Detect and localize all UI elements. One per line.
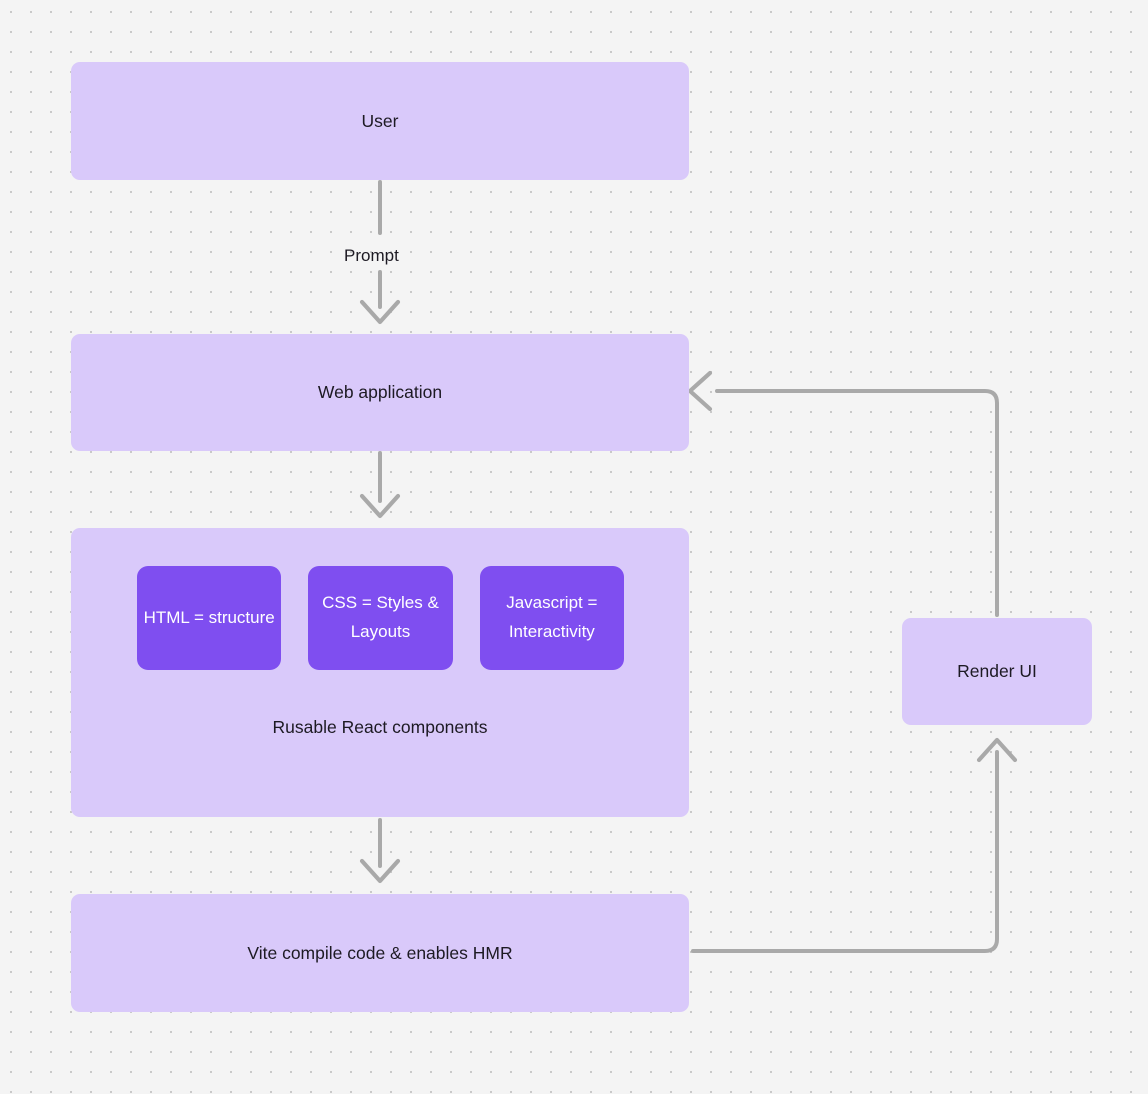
component-box-html-label: HTML = structure (143, 607, 275, 627)
arrowhead-render (976, 737, 1018, 763)
node-render-ui[interactable]: Render UI (902, 618, 1092, 725)
arrowhead-webapp (359, 299, 401, 325)
component-box-row: HTML = structure CSS = Styles & Layouts … (137, 566, 624, 670)
arrowhead-webapp-return (687, 370, 713, 412)
component-box-html[interactable]: HTML = structure (137, 566, 282, 670)
component-box-javascript-label: Javascript = Interactivity (506, 593, 598, 641)
node-react-components-group[interactable]: HTML = structure CSS = Styles & Layouts … (71, 528, 689, 817)
edge-render-to-webapp (715, 389, 999, 617)
arrowhead-components (359, 493, 401, 519)
component-box-css[interactable]: CSS = Styles & Layouts (308, 566, 453, 670)
node-user-label: User (361, 110, 399, 131)
react-components-caption: Rusable React components (272, 717, 488, 737)
component-box-css-label: CSS = Styles & Layouts (322, 593, 439, 641)
arrowhead-vite (359, 858, 401, 884)
edge-label-prompt: Prompt (344, 246, 399, 265)
node-user[interactable]: User (71, 62, 689, 180)
node-vite-compiler[interactable]: Vite compile code & enables HMR (71, 894, 689, 1012)
edge-vite-to-render (691, 750, 999, 953)
node-web-application-label: Web application (317, 382, 443, 403)
node-render-ui-label: Render UI (957, 661, 1037, 682)
component-box-javascript[interactable]: Javascript = Interactivity (479, 566, 624, 670)
node-web-application[interactable]: Web application (71, 334, 689, 451)
node-vite-compiler-label: Vite compile code & enables HMR (247, 942, 513, 963)
